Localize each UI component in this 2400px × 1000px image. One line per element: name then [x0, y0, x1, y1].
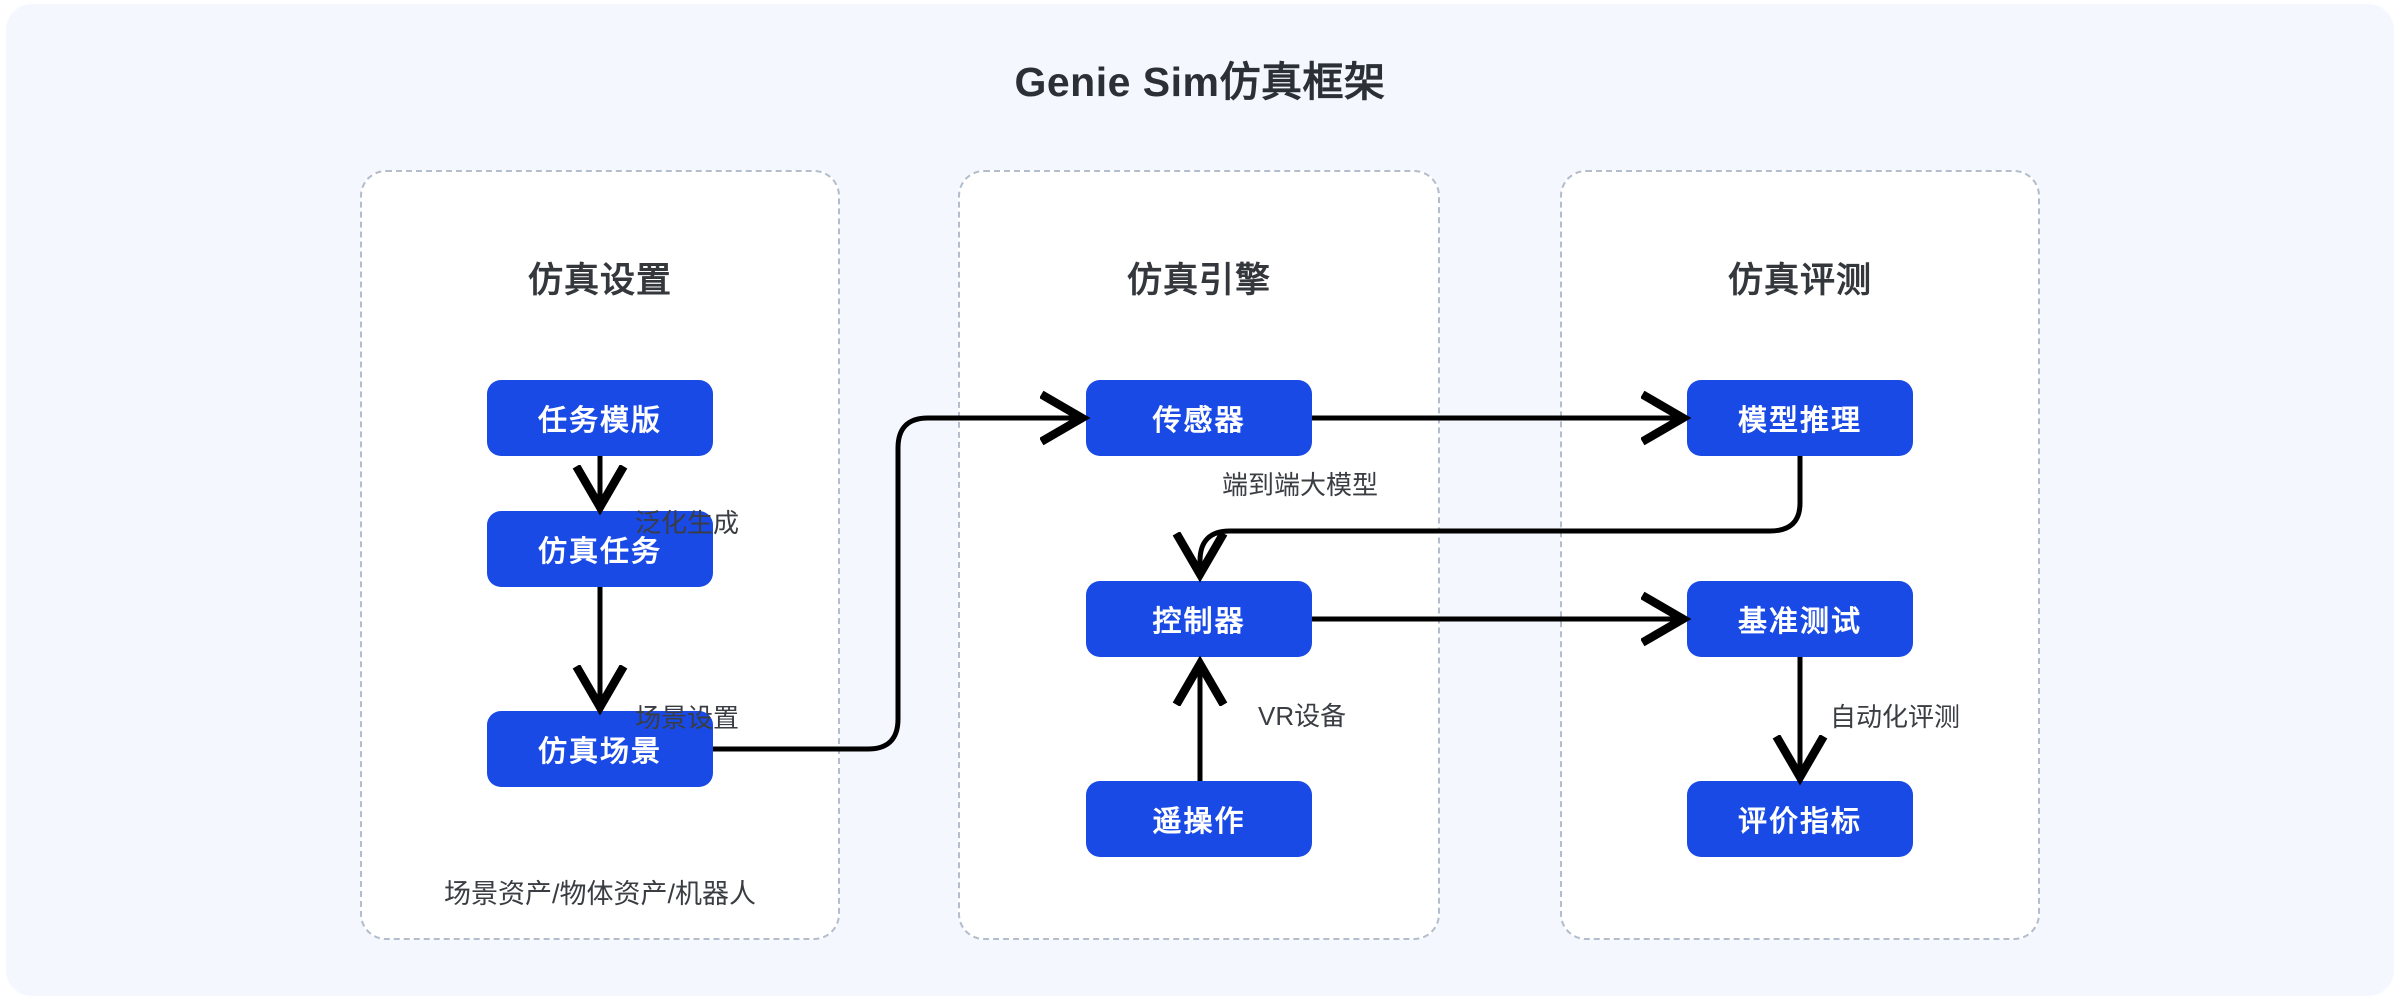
- panel-title-engine: 仿真引擎: [1126, 261, 1271, 300]
- node-metrics[interactable]: 评价指标: [1687, 781, 1913, 857]
- edge-label-vr-device: VR设备: [1258, 701, 1347, 731]
- node-teleop[interactable]: 遥操作: [1086, 781, 1312, 857]
- node-sim-task[interactable]: 仿真任务: [487, 511, 713, 587]
- panel-caption-setup: 场景资产/物体资产/机器人: [443, 879, 756, 909]
- edge-label-scene-setup: 场景设置: [635, 703, 740, 733]
- panel-title-setup: 仿真设置: [527, 261, 672, 300]
- node-sim-scene[interactable]: 仿真场景: [487, 711, 713, 787]
- panel-title-eval: 仿真评测: [1727, 261, 1872, 300]
- page-title: Genie Sim仿真框架: [1014, 59, 1386, 105]
- edge-label-e2e-model: 端到端大模型: [1222, 470, 1379, 500]
- edge-label-auto-eval: 自动化评测: [1830, 702, 1961, 732]
- node-benchmark[interactable]: 基准测试: [1687, 581, 1913, 657]
- node-model-inference[interactable]: 模型推理: [1687, 380, 1913, 456]
- node-controller[interactable]: 控制器: [1086, 581, 1312, 657]
- node-sensor[interactable]: 传感器: [1086, 380, 1312, 456]
- edge-label-generalize: 泛化生成: [635, 508, 740, 538]
- node-task-template[interactable]: 任务模版: [487, 380, 713, 456]
